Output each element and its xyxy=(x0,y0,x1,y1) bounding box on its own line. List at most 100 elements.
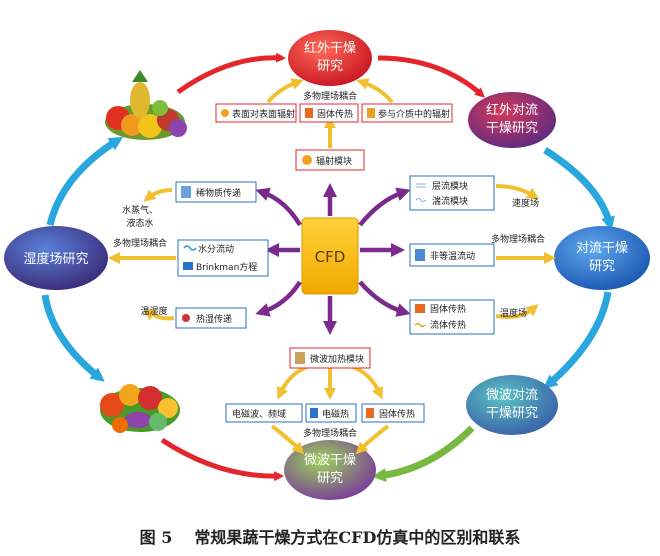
media-icon xyxy=(367,108,375,118)
module-heat-moisture: 热湿传递 xyxy=(175,307,247,329)
node-infrared-convection-drying: 红外对流 干燥研究 xyxy=(468,92,556,148)
module-microwave-heating: 微波加热模块 xyxy=(289,347,371,369)
svg-text:非等温流动: 非等温流动 xyxy=(430,250,475,262)
nonisothermal-icon xyxy=(415,249,425,261)
svg-text:稀物质传递: 稀物质传递 xyxy=(196,187,241,199)
label-multiphysics-top: 多物理场耦合 xyxy=(303,90,357,102)
arrow-gold-vapor xyxy=(143,188,173,202)
diagram-canvas: 红外干燥 研究 红外对流 干燥研究 对流干燥 研究 微波对流 干燥研究 微波干燥… xyxy=(4,30,650,500)
fruit-basket-illustration xyxy=(105,70,187,140)
label-multiphysics-right: 多物理场耦合 xyxy=(491,233,545,245)
node-microwave-convection-drying: 微波对流 干燥研究 xyxy=(466,375,558,435)
svg-text:参与介质中的辐射: 参与介质中的辐射 xyxy=(378,108,450,120)
svg-text:干燥研究: 干燥研究 xyxy=(486,406,538,421)
svg-text:固体传热: 固体传热 xyxy=(379,408,415,420)
svg-text:辐射模块: 辐射模块 xyxy=(316,155,352,167)
sun-icon xyxy=(302,155,312,165)
svg-text:湿度场研究: 湿度场研究 xyxy=(23,251,88,267)
figure-title: 常规果蔬干燥方式在CFD仿真中的区别和联系 xyxy=(194,528,521,547)
node-convection-drying: 对流干燥 研究 xyxy=(554,226,650,290)
arrow-cfd-upper-right xyxy=(358,187,411,227)
svg-text:研究: 研究 xyxy=(589,259,615,274)
arrow-gold-top-right xyxy=(356,78,394,104)
turbulent-icon xyxy=(415,198,427,202)
node-humidity-field: 湿度场研究 xyxy=(4,226,108,290)
laminar-icon xyxy=(416,183,426,188)
arrow-gold-velocity xyxy=(495,184,540,200)
svg-text:CFD: CFD xyxy=(315,248,346,266)
module-participating-media: 参与介质中的辐射 xyxy=(361,103,453,123)
label-vapor-line2: 液态水 xyxy=(126,217,153,229)
svg-text:研究: 研究 xyxy=(317,59,343,74)
svg-text:研究: 研究 xyxy=(317,471,343,486)
module-solid-fluid-heat: 固体传热 流体传热 xyxy=(409,299,495,335)
svg-text:红外对流: 红外对流 xyxy=(486,102,538,118)
microwave-icon xyxy=(295,352,305,364)
dilute-icon xyxy=(181,186,191,198)
arrow-gold-bottom-left xyxy=(270,424,305,455)
svg-text:固体传热: 固体传热 xyxy=(430,303,466,315)
svg-text:Brinkman方程: Brinkman方程 xyxy=(196,261,257,273)
arrow-gold-bottom-right xyxy=(355,424,390,455)
label-multiphysics-bottom: 多物理场耦合 xyxy=(303,427,357,439)
fluid-heat-icon xyxy=(414,322,426,328)
svg-text:对流干燥: 对流干燥 xyxy=(576,241,628,256)
brinkman-icon xyxy=(183,262,193,270)
label-vapor-line1: 水蒸气、 xyxy=(122,204,158,216)
figure-number: 图 5 xyxy=(139,528,173,547)
svg-text:干燥研究: 干燥研究 xyxy=(486,121,538,136)
arrow-gold-top-left xyxy=(266,78,304,104)
label-multiphysics-left: 多物理场耦合 xyxy=(113,237,167,249)
module-surface-to-surface: 表面对表面辐射 xyxy=(215,103,297,123)
arrow-convection-to-microwave-convection xyxy=(543,291,612,389)
arrow-gold-to-em-wave xyxy=(277,364,311,400)
em-heating-icon xyxy=(310,408,318,418)
arrow-fruit-to-infrared xyxy=(176,52,286,95)
svg-text:层流模块: 层流模块 xyxy=(432,180,468,192)
label-velocity-field: 速度场 xyxy=(512,197,539,209)
arrow-infrared-to-infrared-convection xyxy=(377,55,486,98)
arrow-cfd-lower-right xyxy=(358,280,411,317)
svg-text:表面对表面辐射: 表面对表面辐射 xyxy=(232,108,295,120)
svg-text:红外干燥: 红外干燥 xyxy=(304,40,356,56)
arrow-gold-to-solid-heat xyxy=(349,364,383,400)
module-solid-heat-bottom: 固体传热 xyxy=(361,403,425,423)
module-em-heating: 电磁热 xyxy=(305,403,357,423)
arrow-infrared-convection-to-convection xyxy=(543,147,615,231)
arrow-cfd-lower-left xyxy=(255,280,302,317)
arrow-microwave-convection-to-microwave xyxy=(372,425,475,483)
svg-text:固体传热: 固体传热 xyxy=(317,108,353,120)
label-temp-field: 温度场 xyxy=(500,307,527,319)
label-temp-humidity: 温湿度 xyxy=(140,305,167,317)
svg-text:电磁波、频域: 电磁波、频域 xyxy=(232,408,286,420)
water-flow-icon xyxy=(183,245,197,251)
svg-text:流体传热: 流体传热 xyxy=(430,319,466,331)
arrow-cfd-upper-left xyxy=(255,187,302,227)
solid-block-icon xyxy=(415,304,425,313)
module-laminar-turbulent: 层流模块 湍流模块 xyxy=(409,175,495,211)
svg-text:电磁热: 电磁热 xyxy=(322,408,349,420)
module-em-wave: 电磁波、频域 xyxy=(225,403,303,423)
node-infrared-drying: 红外干燥 研究 xyxy=(288,30,372,86)
arrow-gold-temp-field xyxy=(495,304,539,319)
svg-text:水分流动: 水分流动 xyxy=(198,243,234,255)
module-radiation: 辐射模块 xyxy=(295,149,365,171)
node-microwave-drying: 微波干燥 研究 xyxy=(284,440,376,500)
sun-icon xyxy=(221,109,229,117)
svg-text:湍流模块: 湍流模块 xyxy=(432,195,468,207)
module-water-flow-brinkman: 水分流动 Brinkman方程 xyxy=(177,239,269,277)
svg-text:热湿传递: 热湿传递 xyxy=(196,313,232,325)
cfd-center-box: CFD xyxy=(301,217,359,295)
heat-moisture-icon xyxy=(182,314,190,322)
solid-block-icon xyxy=(366,408,374,418)
svg-text:微波加热模块: 微波加热模块 xyxy=(310,353,364,365)
module-dilute-transport: 稀物质传递 xyxy=(175,181,257,203)
arrow-gold-temp-humidity xyxy=(143,308,175,321)
arrow-vegetables-to-microwave xyxy=(160,437,284,482)
svg-text:微波对流: 微波对流 xyxy=(486,388,538,403)
arrow-humidity-to-vegetables xyxy=(41,294,105,382)
module-solid-heat-top: 固体传热 xyxy=(299,103,359,123)
arrow-humidity-to-fruit xyxy=(46,136,124,226)
vegetable-illustration xyxy=(100,384,180,433)
